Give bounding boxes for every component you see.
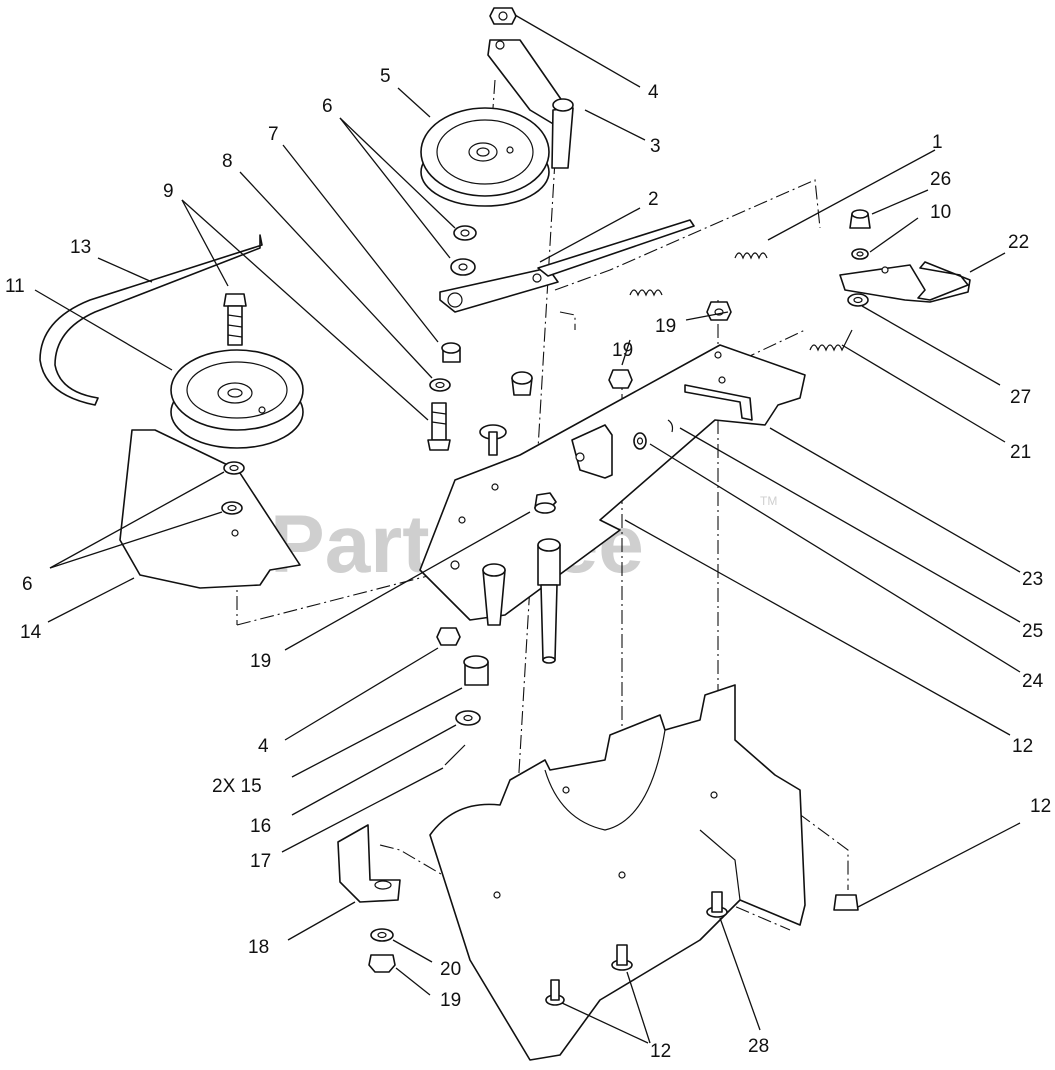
washers-upper xyxy=(450,225,477,276)
carriage-bolt xyxy=(479,424,507,456)
callout-25: 25 xyxy=(1022,621,1043,642)
callout-8: 8 xyxy=(222,151,233,172)
nut-19-bottom xyxy=(368,954,396,973)
bolt-12-right xyxy=(833,894,859,911)
callout-22: 22 xyxy=(1008,232,1029,253)
upper-pulley xyxy=(420,107,550,207)
callout-13: 13 xyxy=(70,237,91,258)
callout-10: 10 xyxy=(930,202,951,223)
nut-19-b xyxy=(706,301,732,321)
washer-27 xyxy=(847,293,869,307)
mounting-plate xyxy=(419,344,806,621)
nut-19-center xyxy=(534,492,557,514)
bracket-23 xyxy=(684,384,753,421)
deck-housing xyxy=(429,684,806,1061)
callout-12-bottom: 12 xyxy=(650,1041,671,1062)
callout-19-bottom: 19 xyxy=(440,990,461,1011)
callout-19-mid-a: 19 xyxy=(655,316,676,337)
left-pulley xyxy=(170,349,304,449)
bracket-25 xyxy=(571,424,613,479)
callout-6-left: 6 xyxy=(22,574,33,595)
callout-3: 3 xyxy=(650,136,661,157)
callout-19-mid-b: 19 xyxy=(612,340,633,361)
bracket-22 xyxy=(839,261,971,303)
callout-labels: 4 3 5 6 7 8 9 13 11 1 2 26 10 22 27 21 1… xyxy=(5,66,1051,1062)
nut-26 xyxy=(849,209,871,229)
watermark-trademark: TM xyxy=(760,494,777,508)
bolt-12-bottom xyxy=(545,979,565,1006)
callout-17: 17 xyxy=(250,851,271,872)
callout-5: 5 xyxy=(380,66,391,87)
bolt-left xyxy=(223,293,247,346)
bolt-28 xyxy=(706,891,728,918)
callout-4-left: 4 xyxy=(258,736,269,757)
bracket-18 xyxy=(337,824,401,903)
callout-23: 23 xyxy=(1022,569,1043,590)
callout-14: 14 xyxy=(20,622,42,643)
callout-12-mid: 12 xyxy=(1012,736,1033,757)
bolt-12-center xyxy=(611,944,633,971)
washer-10 xyxy=(851,248,869,260)
nut-top xyxy=(489,7,517,25)
callout-24: 24 xyxy=(1022,671,1044,692)
callout-16: 16 xyxy=(250,816,271,837)
callout-9: 9 xyxy=(163,181,174,202)
callout-7: 7 xyxy=(268,124,279,145)
washer-24 xyxy=(633,419,674,450)
leader-lines xyxy=(34,14,1021,1044)
callout-19-left: 19 xyxy=(250,651,271,672)
springs xyxy=(629,252,853,352)
callout-20: 20 xyxy=(440,959,461,980)
bushing-upper xyxy=(511,371,533,396)
belt-guide-plate xyxy=(119,429,301,589)
washer-20 xyxy=(370,928,394,942)
idler-arm xyxy=(487,39,574,169)
callout-28: 28 xyxy=(748,1036,769,1057)
belt xyxy=(39,234,263,406)
callout-18: 18 xyxy=(248,937,269,958)
pivot-shaft xyxy=(482,538,561,664)
callout-11: 11 xyxy=(5,276,25,297)
callout-21: 21 xyxy=(1010,442,1031,463)
callout-6-top: 6 xyxy=(322,96,333,117)
callout-12-right: 12 xyxy=(1030,796,1051,817)
callout-26: 26 xyxy=(930,169,951,190)
callout-2: 2 xyxy=(648,189,659,210)
callout-1: 1 xyxy=(932,132,943,153)
callout-27: 27 xyxy=(1010,387,1031,408)
idler-bracket xyxy=(439,219,695,313)
spacer-stack xyxy=(427,342,461,451)
callout-15: 2X 15 xyxy=(212,776,262,797)
callout-4-top: 4 xyxy=(648,82,659,103)
nut-19-a xyxy=(608,369,633,389)
lower-stack xyxy=(436,627,489,766)
